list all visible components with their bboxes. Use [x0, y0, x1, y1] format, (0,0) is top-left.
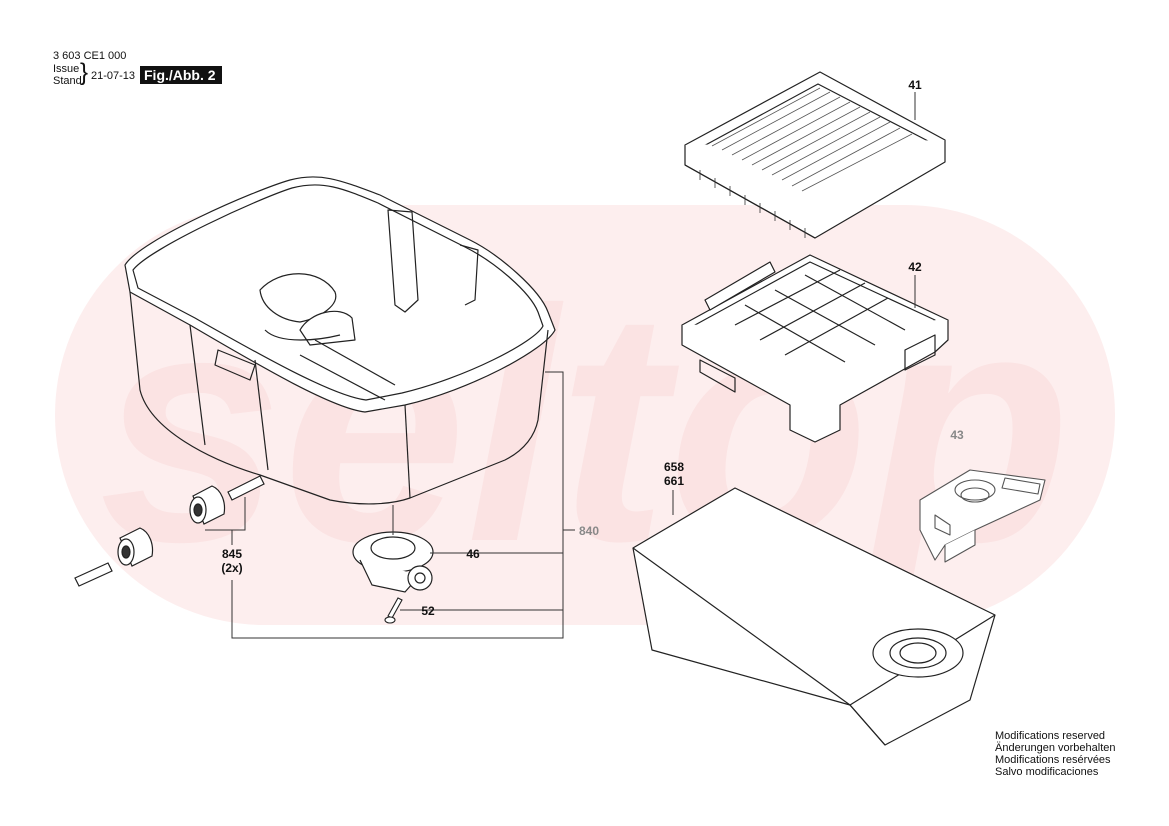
dust-bag-illustration — [632, 487, 996, 746]
screw-illustration — [384, 597, 403, 624]
callout-43: 43 — [950, 428, 964, 442]
note-line-en: Modifications reserved — [995, 730, 1106, 742]
leader-lines — [205, 92, 916, 639]
issue-label: Issue — [53, 63, 80, 75]
adapter-part-illustration — [919, 469, 1046, 563]
callout-845: 845 — [221, 547, 243, 561]
brace-icon: } — [80, 59, 89, 86]
flat-filter-illustration — [684, 71, 946, 239]
callout-845-quantity: (2x) — [221, 561, 243, 575]
wheel-illustration — [74, 475, 265, 587]
modifications-note: Modifications reserved Änderungen vorbeh… — [995, 730, 1115, 778]
dust-container-illustration — [124, 176, 556, 505]
note-line-es: Salvo modificaciones — [995, 766, 1099, 778]
figure-label: Fig./Abb. 2 — [140, 66, 222, 84]
callout-658: 658 — [663, 460, 685, 474]
filter-holder-illustration — [681, 254, 949, 443]
callout-42: 42 — [908, 260, 922, 274]
callout-46: 46 — [466, 547, 480, 561]
document-number: 3 603 CE1 000 — [53, 50, 127, 62]
callout-840: 840 — [578, 524, 600, 538]
callout-52: 52 — [421, 604, 435, 618]
note-line-fr: Modifications resérvées — [995, 754, 1111, 766]
note-line-de: Änderungen vorbehalten — [995, 742, 1116, 754]
issue-date: 21-07-13 — [91, 70, 136, 82]
stand-label: Stand — [53, 75, 82, 87]
callout-41: 41 — [908, 78, 922, 92]
callout-661: 661 — [663, 474, 685, 488]
